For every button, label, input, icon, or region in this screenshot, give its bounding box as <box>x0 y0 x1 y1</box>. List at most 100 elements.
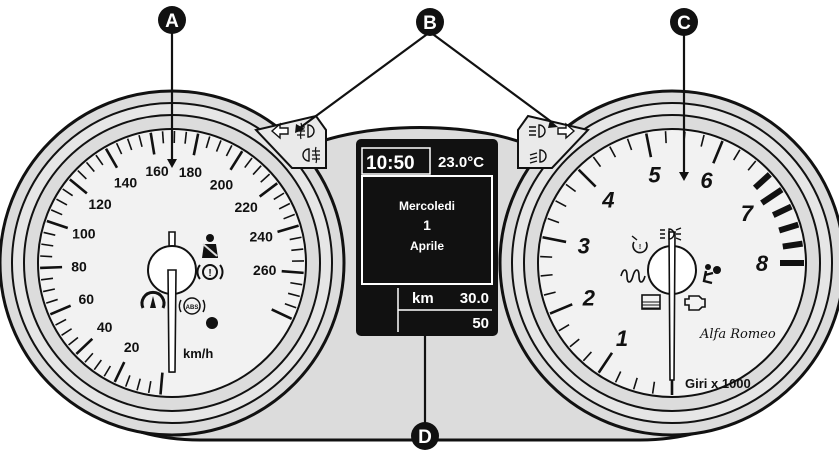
turn-left-icon <box>270 122 289 140</box>
speed-minor-tick <box>68 336 79 346</box>
speed-minor-tick <box>283 213 296 220</box>
speed-label: 140 <box>114 174 138 190</box>
speed-minor-tick <box>41 243 54 247</box>
odometer-unit: km <box>412 290 434 307</box>
rpm-minor-tick <box>543 291 556 296</box>
redline-tick <box>760 187 784 206</box>
speed-label: 40 <box>97 319 113 335</box>
rpm-label: 1 <box>616 326 628 351</box>
alfa-romeo-logo: Alfa Romeo <box>699 327 776 342</box>
display-date: 1 <box>423 217 431 233</box>
rpm-minor-tick <box>582 351 593 362</box>
tachometer-needle <box>647 231 697 381</box>
rpm-minor-tick <box>614 371 622 383</box>
callout-c-marker: C <box>670 8 698 36</box>
speed-minor-tick <box>50 209 63 216</box>
fuel-filter-icon <box>641 294 661 310</box>
rpm-label: 2 <box>582 285 596 310</box>
speed-label: 100 <box>72 225 96 241</box>
speed-minor-tick <box>55 318 67 326</box>
speed-label: 180 <box>179 164 203 180</box>
speed-minor-tick <box>61 328 73 336</box>
rpm-minor-tick <box>651 381 656 394</box>
rpm-label: 7 <box>741 201 755 226</box>
speed-major-tick <box>159 372 164 395</box>
redline-tick <box>778 221 800 234</box>
rpm-minor-tick <box>700 134 705 147</box>
redline-tick <box>752 172 772 191</box>
rpm-minor-tick <box>747 160 757 171</box>
speed-minor-tick <box>252 165 262 176</box>
tachometer-scale <box>540 131 804 395</box>
airbag-icon <box>702 264 721 285</box>
speed-minor-tick <box>84 352 94 363</box>
speed-major-tick <box>281 269 304 275</box>
speed-minor-tick <box>42 288 56 293</box>
rpm-minor-tick <box>592 156 602 168</box>
rpm-major-tick <box>577 168 597 188</box>
speed-major-tick <box>40 265 63 270</box>
speed-minor-tick <box>43 231 56 236</box>
speed-label: 260 <box>253 262 277 278</box>
speed-major-tick <box>258 182 279 198</box>
trip-value: 30.0 <box>460 290 489 307</box>
speed-label: 20 <box>124 339 140 355</box>
speed-minor-tick <box>289 236 302 241</box>
speed-label: 220 <box>234 199 258 215</box>
rpm-minor-tick <box>626 138 633 151</box>
callout-arrowheads <box>167 120 689 181</box>
rpm-minor-tick <box>547 217 560 224</box>
svg-text:ABS: ABS <box>186 305 199 311</box>
speed-minor-tick <box>95 154 104 166</box>
speed-minor-tick <box>278 202 291 210</box>
rpm-major-tick <box>712 140 724 164</box>
rpm-minor-tick <box>540 255 553 258</box>
speed-minor-tick <box>205 136 211 149</box>
clock-time: 10:50 <box>366 153 415 174</box>
speed-major-tick <box>69 178 88 195</box>
svg-text:!: ! <box>639 244 641 251</box>
abs-icon: ABS <box>178 297 206 315</box>
speed-minor-tick <box>291 248 304 252</box>
display-day: Mercoledi <box>399 199 455 213</box>
brake-warning-icon: ! <box>196 264 224 280</box>
central-display: 10:50 23.0°C Mercoledi 1 Aprile km 30.0 … <box>356 139 498 336</box>
rpm-label: 4 <box>601 187 614 212</box>
speed-minor-tick <box>290 281 303 286</box>
rear-fog-icon <box>302 146 320 164</box>
speed-minor-tick <box>93 359 102 371</box>
speed-major-tick <box>46 219 69 230</box>
redline-tick <box>782 240 804 250</box>
speed-minor-tick <box>147 380 152 394</box>
redline-tick <box>771 203 793 218</box>
speedometer-scale <box>40 131 304 395</box>
speed-minor-tick <box>56 198 68 206</box>
speed-major-tick <box>229 150 244 171</box>
rpm-label: 8 <box>756 251 769 276</box>
speed-minor-tick <box>115 142 123 155</box>
speed-minor-tick <box>45 298 58 304</box>
speed-minor-tick <box>215 140 222 152</box>
speed-minor-tick <box>62 188 74 197</box>
speed-minor-tick <box>284 302 297 309</box>
odometer-value: 50 <box>472 315 489 332</box>
svg-text:!: ! <box>208 268 211 279</box>
callout-b-marker: B <box>416 8 444 36</box>
speed-minor-tick <box>161 131 165 144</box>
speed-minor-tick <box>40 255 53 258</box>
engine-check-icon <box>684 295 706 311</box>
speed-minor-tick <box>184 131 188 144</box>
speed-label: 200 <box>210 176 234 192</box>
speed-minor-tick <box>136 378 141 391</box>
speedometer-needle <box>147 231 197 373</box>
callout-b-label: B <box>423 13 437 34</box>
callout-a-marker: A <box>158 6 186 34</box>
cruise-control-icon <box>140 290 166 309</box>
high-beam-icon <box>529 124 546 138</box>
rpm-minor-tick <box>569 338 580 348</box>
callout-c-label: C <box>677 13 691 34</box>
speed-minor-tick <box>138 134 143 148</box>
speed-label: 80 <box>71 258 87 274</box>
glow-plug-icon <box>620 269 646 283</box>
